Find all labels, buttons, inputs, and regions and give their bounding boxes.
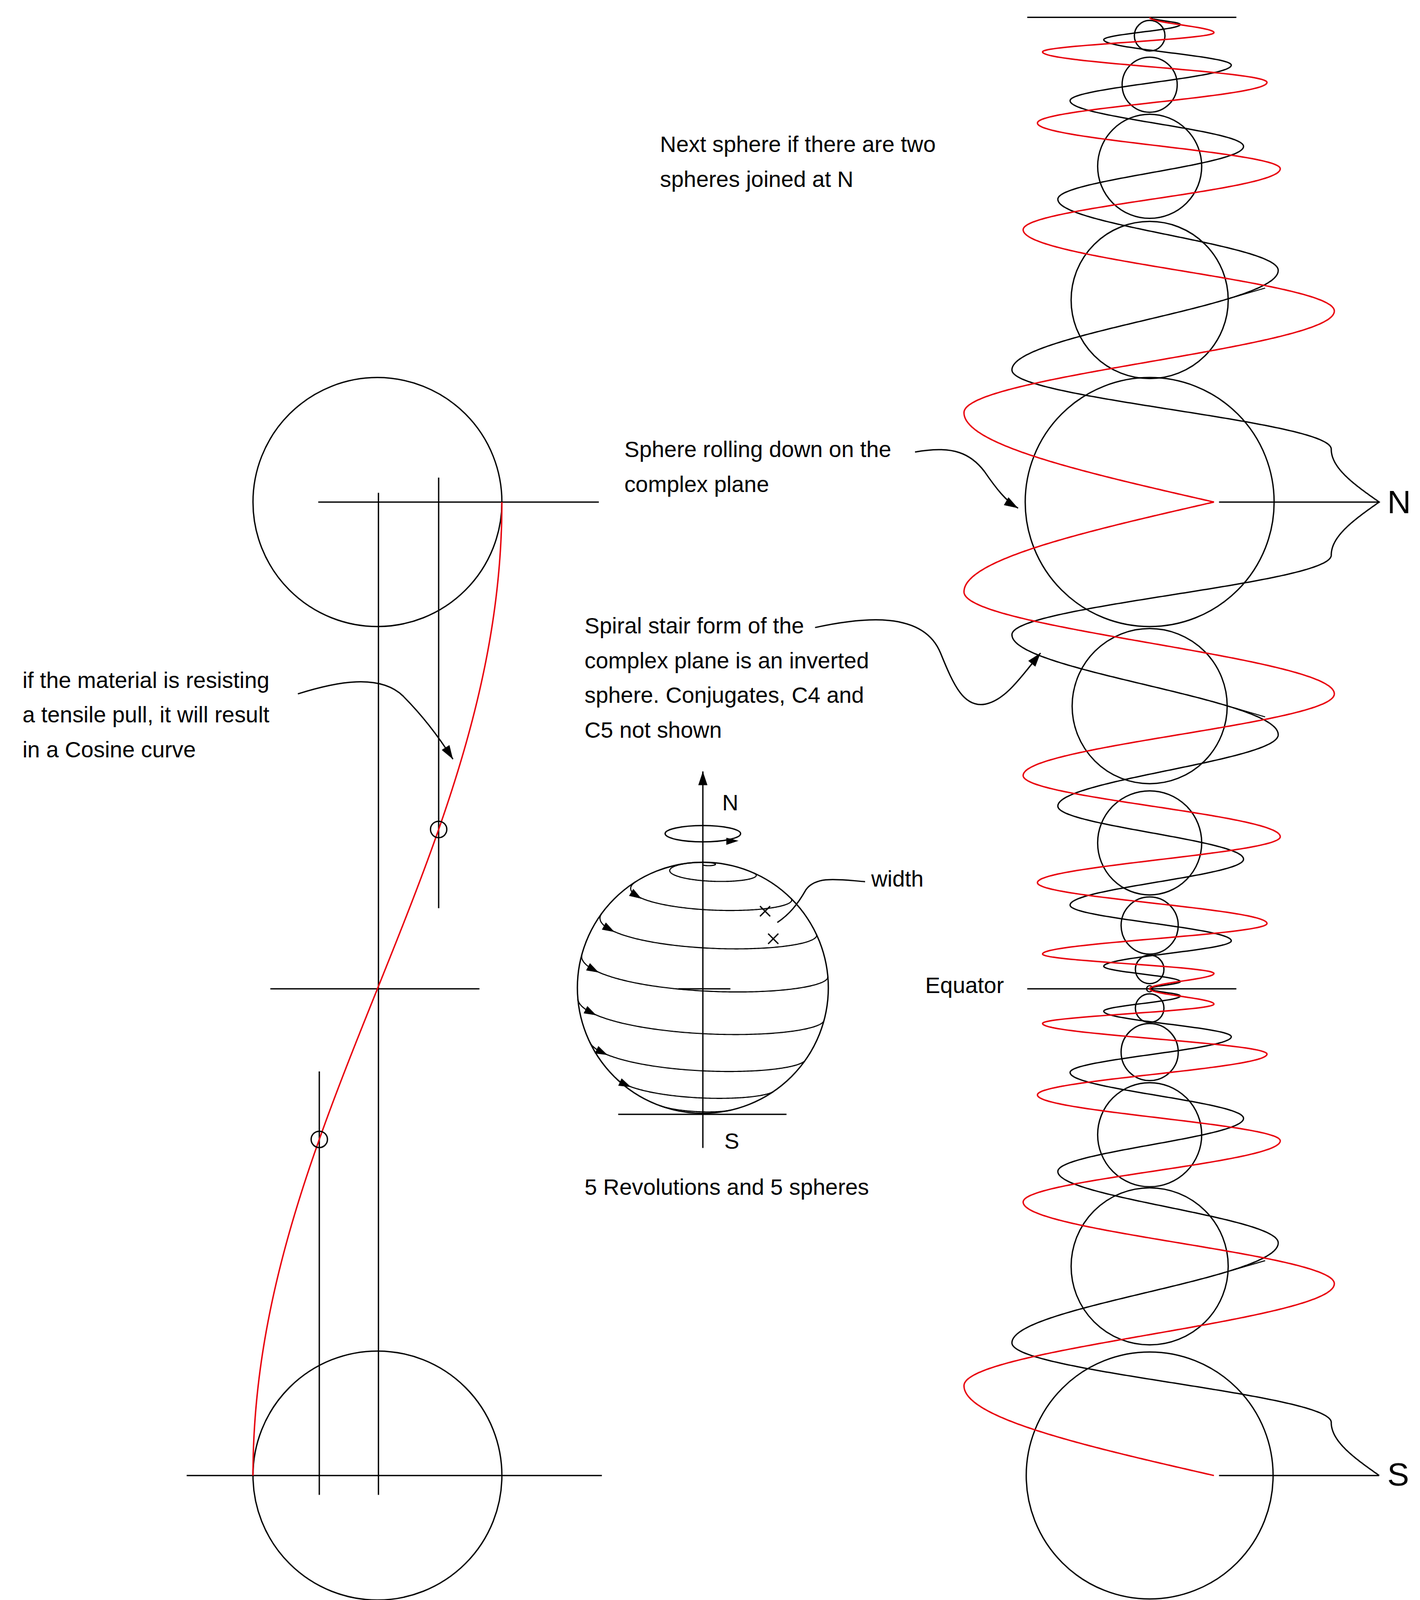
tangent-line xyxy=(618,1113,787,1116)
datum-line xyxy=(1027,16,1237,19)
callout-text: if the material is resisting a tensile p… xyxy=(22,662,283,768)
rotation-arrow xyxy=(726,837,739,845)
axis-arrow xyxy=(702,771,704,1148)
sphere-circle xyxy=(1072,628,1228,784)
callout-text: width xyxy=(870,861,924,897)
small-sphere xyxy=(577,771,866,1148)
marker-circle xyxy=(430,821,447,838)
left-figure xyxy=(186,377,602,1600)
stair-outer-edge xyxy=(964,17,1335,1476)
sphere-circle xyxy=(1135,954,1164,984)
stair-tread xyxy=(1233,288,1265,298)
stair-tread xyxy=(1233,1260,1265,1270)
guide-line xyxy=(318,1071,321,1495)
caption-text: 5 Revolutions and 5 spheres xyxy=(584,1170,869,1206)
leader-line xyxy=(777,879,866,923)
datum-line xyxy=(186,1474,602,1477)
spiral-line xyxy=(578,861,829,1112)
datum-line xyxy=(270,987,480,990)
sphere-circle xyxy=(1135,993,1164,1023)
guide-line xyxy=(437,477,440,909)
direction-arrow xyxy=(618,1077,633,1091)
callout-text: Spiral stair form of the complex plane i… xyxy=(584,608,886,748)
cosine-curve xyxy=(253,501,502,1476)
note-text: Next sphere if there are two spheres joi… xyxy=(660,127,967,197)
direction-arrow xyxy=(601,922,617,936)
equator-line xyxy=(1027,987,1237,990)
pole-label: S xyxy=(724,1124,740,1159)
direction-arrow xyxy=(594,1045,610,1059)
axis-line xyxy=(378,492,380,1495)
marker-circle xyxy=(311,1130,328,1148)
pole-line xyxy=(1218,501,1379,503)
direction-arrow xyxy=(583,1005,599,1019)
right-figure xyxy=(814,17,1379,1476)
width-marks xyxy=(759,905,779,944)
axis-label: Equator xyxy=(925,967,1004,1003)
pole-label: S xyxy=(1387,1453,1409,1495)
stair-tread xyxy=(1233,707,1265,717)
pole-line xyxy=(1218,1474,1379,1477)
sphere-circle xyxy=(1025,377,1274,627)
sphere-circle xyxy=(1134,20,1166,52)
rolling-spheres xyxy=(1025,20,1274,1599)
pole-label: N xyxy=(1387,481,1411,523)
direction-arrow xyxy=(586,963,601,976)
direction-arrow xyxy=(628,888,644,902)
leader-line xyxy=(914,449,1019,509)
sphere-circle xyxy=(1026,1351,1273,1599)
pole-label: N xyxy=(722,785,739,821)
stair-inner-edge xyxy=(1011,17,1380,1476)
stair-treads xyxy=(1233,288,1265,1270)
callout-text: Sphere rolling down on the complex plane xyxy=(624,432,915,502)
sphere-circle xyxy=(1071,221,1229,379)
sphere-circle xyxy=(1071,1187,1229,1345)
datum-line xyxy=(318,501,599,503)
leader-line xyxy=(298,681,454,759)
